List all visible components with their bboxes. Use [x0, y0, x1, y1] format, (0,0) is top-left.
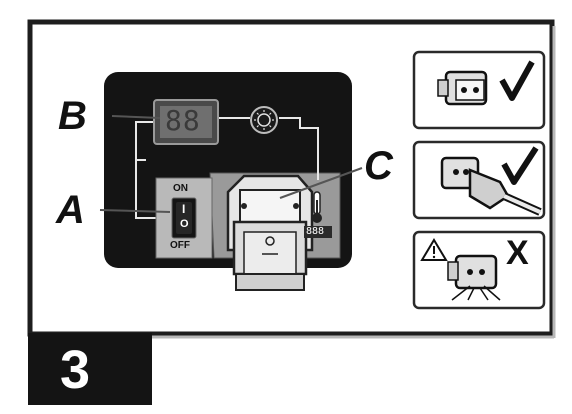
temperature-digits: 888 [306, 226, 325, 237]
callout-b-line [111, 115, 161, 119]
circuit-lines [135, 117, 319, 219]
switch-on-label: ON [173, 183, 188, 194]
temperature-display [304, 226, 332, 238]
connector-panel-3 [412, 230, 546, 310]
checkmark-icon [501, 146, 539, 185]
switch-off-symbol: O [180, 218, 189, 230]
callout-a: A [56, 188, 85, 232]
sun-indicator-icon [250, 106, 278, 134]
callout-c: C [364, 144, 393, 188]
connector-plugged-icon [440, 156, 542, 216]
switch-off-label: OFF [170, 240, 190, 251]
connector-broken-icon [447, 254, 501, 301]
connector-panel-2 [412, 140, 546, 220]
switch-on-symbol: I [182, 202, 186, 216]
power-switch[interactable] [171, 197, 197, 239]
connector-socket[interactable] [226, 174, 314, 291]
connector-panel-1 [412, 50, 546, 130]
callout-b: B [58, 94, 87, 138]
segment-digits: 88 [165, 104, 201, 137]
callout-c-line [279, 167, 363, 199]
step-badge [28, 333, 152, 405]
thermometer-icon [312, 191, 322, 223]
warning-triangle-icon [420, 238, 448, 261]
incorrect-mark: X [506, 234, 529, 272]
checkmark-icon [499, 60, 535, 101]
connector-socket-icon [437, 70, 488, 106]
step-number: 3 [60, 340, 91, 400]
segment-display [153, 99, 219, 145]
callout-a-line [99, 209, 171, 213]
